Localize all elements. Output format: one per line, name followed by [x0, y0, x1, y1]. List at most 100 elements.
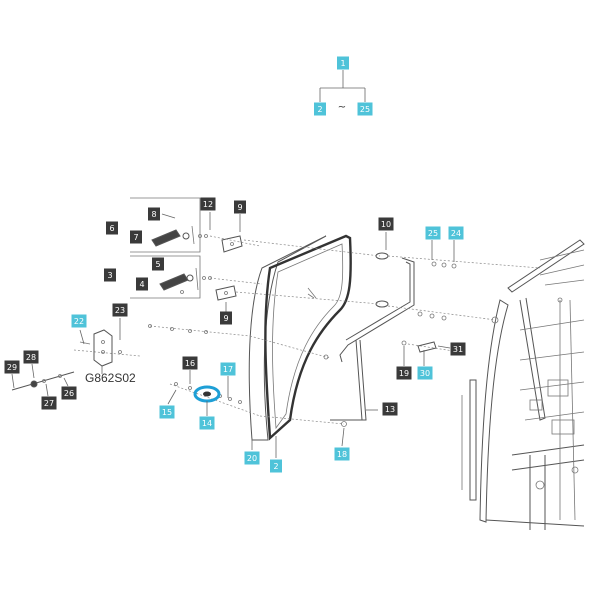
callout-box: [71, 314, 87, 328]
callout-number: 27: [44, 399, 54, 408]
callout-number: 30: [420, 369, 430, 378]
callout-number: 20: [247, 454, 257, 463]
callout-number: 31: [453, 345, 463, 354]
callout-number: 15: [162, 408, 172, 417]
callout-number: 19: [399, 369, 409, 378]
callout-box: [334, 447, 350, 461]
handle-plate: [79, 318, 122, 367]
callout-box: [23, 350, 39, 364]
callout-box: [182, 356, 198, 370]
callout-7[interactable]: 7: [130, 230, 142, 244]
callout-box: [417, 366, 433, 380]
callout-number: 25: [360, 105, 370, 114]
callout-number: 2: [273, 462, 278, 471]
callout-25-top[interactable]: 25: [357, 102, 373, 116]
callout-12[interactable]: 12: [200, 197, 216, 211]
callout-box: [220, 311, 232, 325]
callout-box: [200, 197, 216, 211]
callout-number: 7: [133, 233, 138, 242]
callout-29[interactable]: 29: [4, 360, 20, 374]
callout-9-mid[interactable]: 9: [220, 311, 232, 325]
callout-number: 1: [340, 59, 345, 68]
alignment-lines: [73, 235, 541, 425]
callout-box: [41, 396, 57, 410]
callout-box: [425, 226, 441, 240]
callout-25-right[interactable]: 25: [425, 226, 441, 240]
callout-16[interactable]: 16: [182, 356, 198, 370]
lower-latch-group: [130, 255, 212, 299]
handle-rod: [11, 363, 75, 397]
callout-number: 16: [185, 359, 195, 368]
callout-8[interactable]: 8: [148, 207, 160, 221]
callout-number: 23: [115, 306, 125, 315]
callout-number: 25: [428, 229, 438, 238]
callout-17[interactable]: 17: [220, 362, 236, 376]
callout-2-bottom[interactable]: 2: [270, 459, 282, 473]
callout-box: [148, 207, 160, 221]
callout-6[interactable]: 6: [106, 221, 118, 235]
callout-27[interactable]: 27: [41, 396, 57, 410]
callout-box: [106, 221, 118, 235]
callout-number: 24: [451, 229, 461, 238]
callout-box: [314, 102, 326, 116]
callout-31[interactable]: 31: [450, 342, 466, 356]
callout-number: 13: [385, 405, 395, 414]
callout-26[interactable]: 26: [61, 386, 77, 400]
callout-14[interactable]: 14: [199, 416, 215, 430]
callout-box: [378, 217, 394, 231]
callout-4[interactable]: 4: [136, 277, 148, 291]
callout-box: [136, 277, 148, 291]
callout-box: [4, 360, 20, 374]
callout-5[interactable]: 5: [152, 257, 164, 271]
callout-number: 6: [109, 224, 114, 233]
callout-number: 26: [64, 389, 74, 398]
callout-24[interactable]: 24: [448, 226, 464, 240]
callout-box: [220, 362, 236, 376]
callout-15[interactable]: 15: [159, 405, 175, 419]
callout-number: 5: [155, 260, 160, 269]
callout-box: [396, 366, 412, 380]
callout-3[interactable]: 3: [104, 268, 116, 282]
callout-number: 28: [26, 353, 36, 362]
callout-20[interactable]: 20: [244, 451, 260, 465]
cab-frame: [461, 239, 585, 530]
callout-30[interactable]: 30: [417, 366, 433, 380]
callout-1[interactable]: 1: [337, 56, 349, 70]
assembly-tree: ~: [319, 70, 366, 113]
callout-box: [450, 342, 466, 356]
callout-box: [61, 386, 77, 400]
callout-10[interactable]: 10: [378, 217, 394, 231]
callout-23[interactable]: 23: [112, 303, 128, 317]
leader-lines: [101, 240, 455, 458]
callout-9-top[interactable]: 9: [234, 200, 246, 214]
figure-code: G862S02: [85, 371, 136, 385]
callout-2-top[interactable]: 2: [314, 102, 326, 116]
callout-number: 29: [7, 363, 17, 372]
callout-number: 8: [151, 210, 156, 219]
callout-box: [270, 459, 282, 473]
callout-box: [382, 402, 398, 416]
callout-box: [159, 405, 175, 419]
callout-box: [234, 200, 246, 214]
callout-box: [244, 451, 260, 465]
callout-number: 9: [223, 314, 228, 323]
callout-box: [130, 230, 142, 244]
callout-19[interactable]: 19: [396, 366, 412, 380]
callout-box: [357, 102, 373, 116]
callout-13[interactable]: 13: [382, 402, 398, 416]
door-glass: [248, 234, 352, 441]
upper-latch-group: [130, 197, 211, 253]
hinge-plates: [215, 214, 243, 314]
callout-box: [104, 268, 116, 282]
callout-number: 3: [107, 271, 112, 280]
callout-box: [112, 303, 128, 317]
washer-14: [193, 385, 221, 416]
callout-number: 17: [223, 365, 233, 374]
callout-22[interactable]: 22: [71, 314, 87, 328]
callout-18[interactable]: 18: [334, 447, 350, 461]
callout-28[interactable]: 28: [23, 350, 39, 364]
callout-labels: 1 2 25 3 4 5 6 7 8 9 9 10 12 13 14 15 16…: [4, 56, 466, 473]
callout-number: 4: [139, 280, 144, 289]
